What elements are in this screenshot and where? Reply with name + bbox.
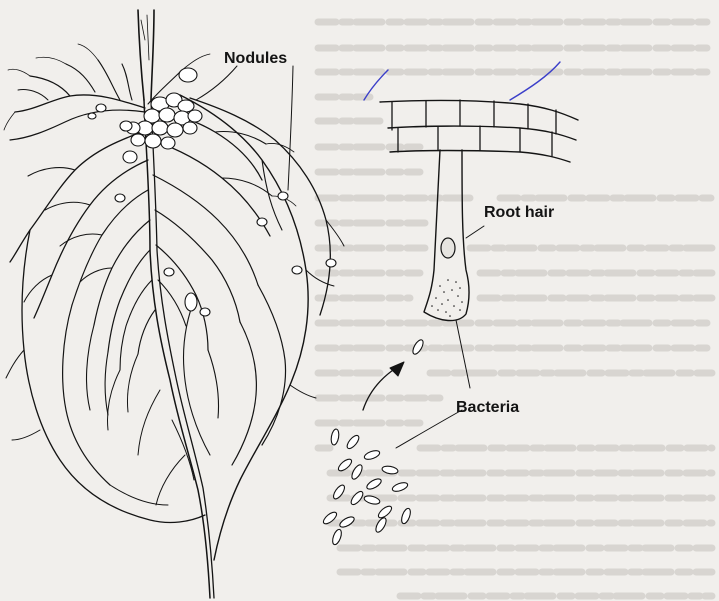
bacteria-pointer — [396, 410, 462, 448]
pen-marks — [364, 62, 560, 100]
bacteria-cluster — [322, 338, 426, 545]
nodules-pointer-a — [196, 66, 237, 100]
nodules-label: Nodules — [224, 50, 287, 67]
movement-arrowhead — [390, 362, 404, 376]
bleed-through-texture — [318, 22, 712, 596]
nodules-pointer-b — [288, 66, 293, 190]
bacteria-label: Bacteria — [456, 399, 519, 416]
stem — [138, 10, 154, 100]
root-hair-nucleus — [441, 238, 455, 258]
root-hair-pointer — [466, 226, 484, 238]
root-hair-label: Root hair — [484, 204, 554, 221]
bacteria-to-root-pointer — [456, 320, 470, 388]
root-hair — [424, 150, 469, 321]
